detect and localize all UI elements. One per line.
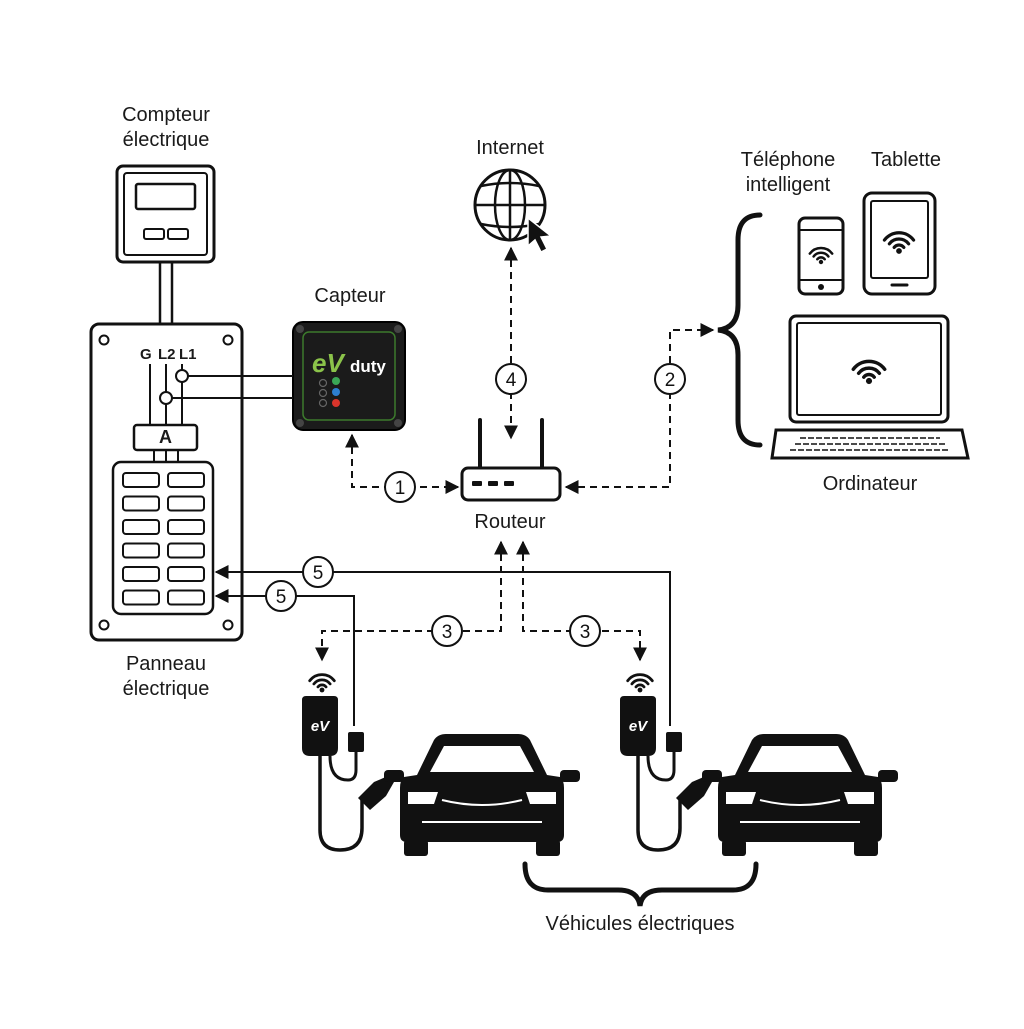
sensor-led-off-1 <box>318 378 328 388</box>
breaker-grid <box>122 472 205 606</box>
link-charger-right-panel <box>214 565 671 726</box>
router-icon <box>460 418 562 502</box>
ev-charger <box>302 696 338 756</box>
phone-icon <box>797 216 845 296</box>
breaker-slot <box>122 519 160 535</box>
charging-station-left: eV <box>302 696 580 856</box>
wifi-icon <box>882 231 916 254</box>
charger-logo: eV <box>311 718 331 735</box>
charging-station-right: eV <box>620 696 898 856</box>
svg-text:2: 2 <box>665 370 676 391</box>
step-4: 4 <box>495 363 527 395</box>
link-router-devices <box>564 323 715 494</box>
breaker-slot <box>167 472 205 488</box>
router-label: Routeur <box>474 511 546 533</box>
electric-car <box>702 734 898 856</box>
sensor-led-off-3 <box>318 398 328 408</box>
svg-text:3: 3 <box>580 622 591 643</box>
breaker-slot <box>122 495 160 512</box>
wifi-icon <box>308 673 336 693</box>
sensor-led-off-2 <box>318 388 328 398</box>
panel-label: Panneau électrique <box>96 652 236 702</box>
wifi-icons <box>308 231 916 693</box>
phone-label-line1: Téléphone <box>740 149 836 171</box>
sensor-logo-ev: eV <box>312 348 346 378</box>
cursor-icon <box>527 216 553 254</box>
internet-label: Internet <box>476 137 544 159</box>
phone-label: Téléphone intelligent <box>718 148 858 198</box>
link-router-charger-left <box>315 540 508 662</box>
link-charger-left-panel <box>214 589 355 726</box>
wifi-icon <box>626 673 654 693</box>
charger-outlet <box>666 732 682 752</box>
wifi-icon <box>808 246 834 265</box>
breaker-slot <box>167 589 205 606</box>
electrical-panel <box>89 322 244 642</box>
breaker-slot <box>122 542 160 559</box>
vehicles-label: Véhicules électriques <box>545 913 735 935</box>
meter-label-line2: électrique <box>122 129 210 151</box>
svg-text:1: 1 <box>395 478 406 499</box>
svg-text:5: 5 <box>276 587 287 608</box>
breaker-slot <box>122 566 160 582</box>
sensor-led-blue <box>332 388 340 396</box>
breaker-slot <box>167 495 205 512</box>
link-sensor-router <box>345 433 460 494</box>
tablet-label: Tablette <box>870 149 942 171</box>
vehicles-brace <box>522 861 759 907</box>
laptop-icon <box>770 314 970 460</box>
wifi-icon <box>851 359 887 385</box>
meter-label-line1: Compteur <box>122 104 210 126</box>
breaker-slot <box>167 519 205 535</box>
charger-outlet <box>348 732 364 752</box>
electric-meter <box>115 164 216 264</box>
svg-text:3: 3 <box>442 622 453 643</box>
step-3-right: 3 <box>569 615 601 647</box>
charging-stations: eV eV <box>302 696 898 856</box>
step-3-left: 3 <box>431 615 463 647</box>
sensor-logo-duty: duty <box>350 357 386 376</box>
meter-conduit <box>158 262 174 324</box>
terminal-l2-label: L2 <box>158 346 176 363</box>
breaker-slot <box>167 566 205 582</box>
phone-label-line2: intelligent <box>745 174 831 196</box>
meter-label: Compteur électrique <box>96 103 236 153</box>
electric-car <box>384 734 580 856</box>
terminal-g-label: G <box>140 346 152 363</box>
breaker-slot <box>167 542 205 559</box>
sensor-led-red <box>332 399 340 407</box>
step-2: 2 <box>654 363 686 395</box>
sensor-label: Capteur <box>314 285 386 307</box>
ev-charger <box>620 696 656 756</box>
terminal-l1-label: L1 <box>179 346 197 363</box>
sensor-led-green <box>332 377 340 385</box>
step-5-upper: 5 <box>302 556 334 588</box>
main-breaker-label: A <box>159 427 172 447</box>
charging-plug <box>676 776 712 810</box>
charger-logo: eV <box>629 718 649 735</box>
step-1: 1 <box>384 471 416 503</box>
svg-text:5: 5 <box>313 563 324 584</box>
panel-label-line1: Panneau <box>125 653 207 675</box>
panel-label-line2: électrique <box>122 678 210 700</box>
breaker-slot <box>122 589 160 606</box>
breaker-slot <box>122 472 160 488</box>
step-5-lower: 5 <box>265 580 297 612</box>
computer-label: Ordinateur <box>822 473 918 495</box>
svg-text:4: 4 <box>506 370 517 391</box>
sensor-device: eV duty <box>292 321 406 431</box>
charging-plug <box>358 776 394 810</box>
devices-brace <box>717 212 763 448</box>
